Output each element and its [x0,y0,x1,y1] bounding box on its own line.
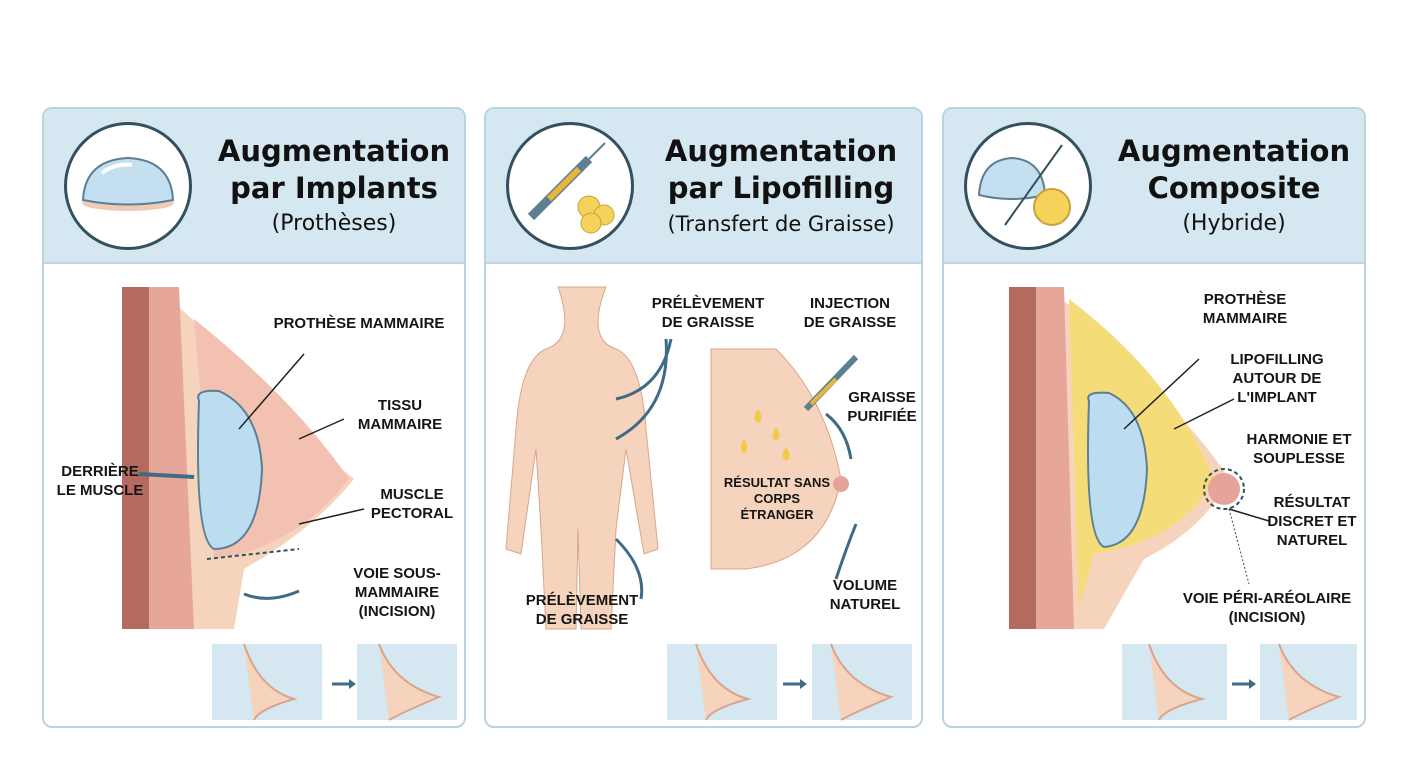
label-purified: GRAISSE PURIFIÉE [847,389,917,425]
label-behind-muscle: DERRIÈRE LE MUSCLE [56,463,144,499]
before-after-thumbnails [667,643,912,721]
label-injection: INJECTION DE GRAISSE [803,295,897,331]
label-harvest-bottom: PRÉLÈVEMENT DE GRAISSE [525,592,639,628]
label-volume: VOLUME NATUREL [829,577,901,613]
label-harvest-top: PRÉLÈVEMENT DE GRAISSE [651,295,765,331]
label-lipofilling: LIPOFILLING AUTOUR DE L'IMPLANT [1230,351,1324,406]
syringe-fat-icon [506,122,634,250]
implant-plus-fat-icon [964,122,1092,250]
implant-cross-section-illustration [122,287,365,629]
label-result: RÉSULTAT SANS CORPS ÉTRANGER [723,475,831,522]
label-implant: PROTHÈSE MAMMAIRE [273,315,445,332]
label-implant: PROTHÈSE MAMMAIRE [1202,291,1288,327]
label-incision: VOIE PÉRI-ARÉOLAIRE (INCISION) [1182,590,1352,626]
before-after-thumbnails [1122,643,1357,721]
before-after-thumbnails [212,643,457,721]
label-harmony: HARMONIE ET SOUPLESSE [1246,431,1352,467]
composite-cross-section-illustration [1009,287,1270,629]
label-tissue: TISSU MAMMAIRE [357,397,443,433]
label-result: RÉSULTAT DISCRET ET NATUREL [1267,494,1357,549]
lipofilling-illustration [505,286,859,630]
implant-icon [64,122,192,250]
label-muscle: MUSCLE PECTORAL [370,486,454,522]
label-incision: VOIE SOUS-MAMMAIRE (INCISION) [353,565,441,620]
